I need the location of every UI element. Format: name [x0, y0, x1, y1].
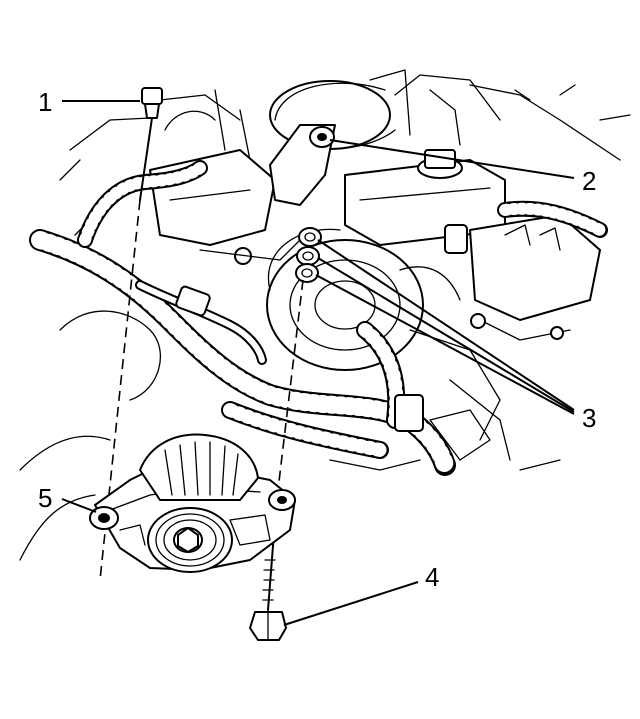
bolt-lower: [249, 279, 304, 641]
leader-4: [283, 581, 419, 626]
leader-3b: [317, 257, 575, 413]
callout-4: 4: [425, 562, 439, 592]
generator: [89, 433, 296, 573]
callout-2: 2: [582, 166, 596, 196]
callout-5: 5: [38, 483, 52, 513]
nut: [269, 124, 336, 206]
bolt-upper: [99, 87, 163, 581]
leader-5: [61, 498, 97, 513]
callout-labels: 1 2 3 4 5: [38, 87, 596, 592]
leader-lines: [61, 100, 575, 626]
washers: [295, 227, 322, 283]
leader-3c: [315, 274, 575, 415]
callout-3: 3: [582, 403, 596, 433]
callout-1: 1: [38, 87, 52, 117]
leader-3a: [317, 239, 575, 411]
wiring-harness: [29, 160, 608, 476]
leader-2: [329, 139, 575, 179]
